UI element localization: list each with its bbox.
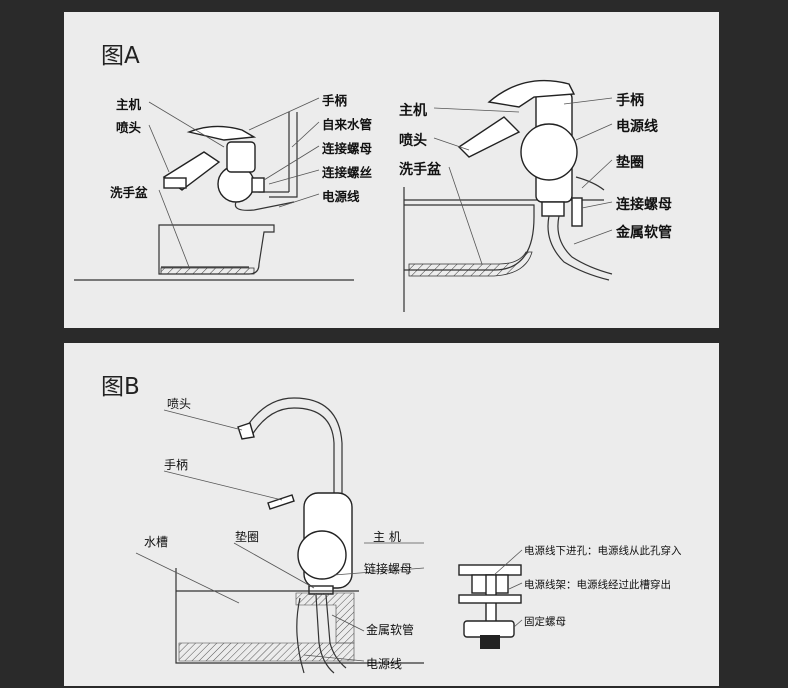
nut-left — [251, 177, 265, 193]
label-a-left-connecting-nut: 连接螺母 — [322, 141, 373, 156]
label-b-handle: 手柄 — [164, 458, 189, 472]
label-a-right-power-cord: 电源线 — [616, 119, 658, 135]
label-a-right-gasket: 垫圈 — [616, 155, 644, 171]
gasket-right — [541, 201, 565, 217]
figure-a-title: 图A — [101, 43, 140, 69]
label-a-right-connecting-nut: 连接螺母 — [616, 197, 672, 213]
label-a-right-main-unit: 主机 — [399, 103, 427, 119]
cord-left — [234, 201, 295, 211]
label-b-main-unit: 主 机 — [373, 530, 401, 544]
hose-right — [547, 215, 610, 281]
label-b-cord-inlet: 电源线下进孔：电源线从此孔穿入 — [524, 545, 682, 557]
label-a-left-power-cord: 电源线 — [322, 189, 360, 204]
spout-right — [457, 116, 521, 158]
label-b-link-nut: 链接螺母 — [364, 562, 413, 576]
figure-b-panel: 图B — [64, 343, 719, 686]
handle-left — [186, 125, 257, 141]
figure-b-title: 图B — [101, 374, 140, 400]
hose-b — [315, 594, 335, 674]
spout-tip — [237, 422, 255, 440]
faucet-head-left — [226, 141, 256, 173]
label-a-left-basin: 洗手盆 — [110, 185, 148, 200]
figure-a-drawing — [74, 79, 613, 312]
label-b-gasket: 垫圈 — [235, 530, 260, 544]
label-a-right-spout: 喷头 — [399, 133, 427, 149]
label-b-metal-hose: 金属软管 — [366, 623, 415, 637]
basin-right — [404, 204, 535, 271]
cord-b — [296, 597, 305, 674]
figure-b-drawing — [135, 397, 523, 674]
nut-right — [571, 197, 583, 227]
gooseneck-spout — [243, 397, 343, 498]
label-a-left-handle: 手柄 — [322, 93, 348, 108]
label-b-cord-bracket: 电源线架：电源线经过此槽穿出 — [524, 579, 671, 591]
detail-mid-plate — [458, 594, 522, 604]
handle-b — [267, 494, 295, 510]
label-b-power-cord: 电源线 — [366, 657, 403, 671]
cord-right — [575, 176, 605, 191]
label-a-left-main-unit: 主机 — [116, 97, 142, 112]
label-a-right-metal-hose: 金属软管 — [616, 225, 672, 241]
label-a-left-water-pipe: 自来水管 — [322, 117, 373, 132]
label-a-right-basin: 洗手盆 — [399, 162, 441, 178]
label-b-fixing-nut: 固定螺母 — [524, 616, 566, 628]
detail-top-plate — [458, 564, 522, 576]
label-a-right-handle: 手柄 — [616, 93, 644, 109]
detail-fixing-nut — [463, 620, 515, 638]
label-a-left-connecting-screw: 连接螺丝 — [322, 165, 373, 180]
figure-a-panel: 图A — [64, 12, 719, 328]
label-b-spout: 喷头 — [167, 397, 192, 411]
handle-right — [487, 79, 576, 108]
label-b-sink: 水槽 — [144, 535, 169, 549]
label-a-left-spout: 喷头 — [116, 120, 142, 135]
